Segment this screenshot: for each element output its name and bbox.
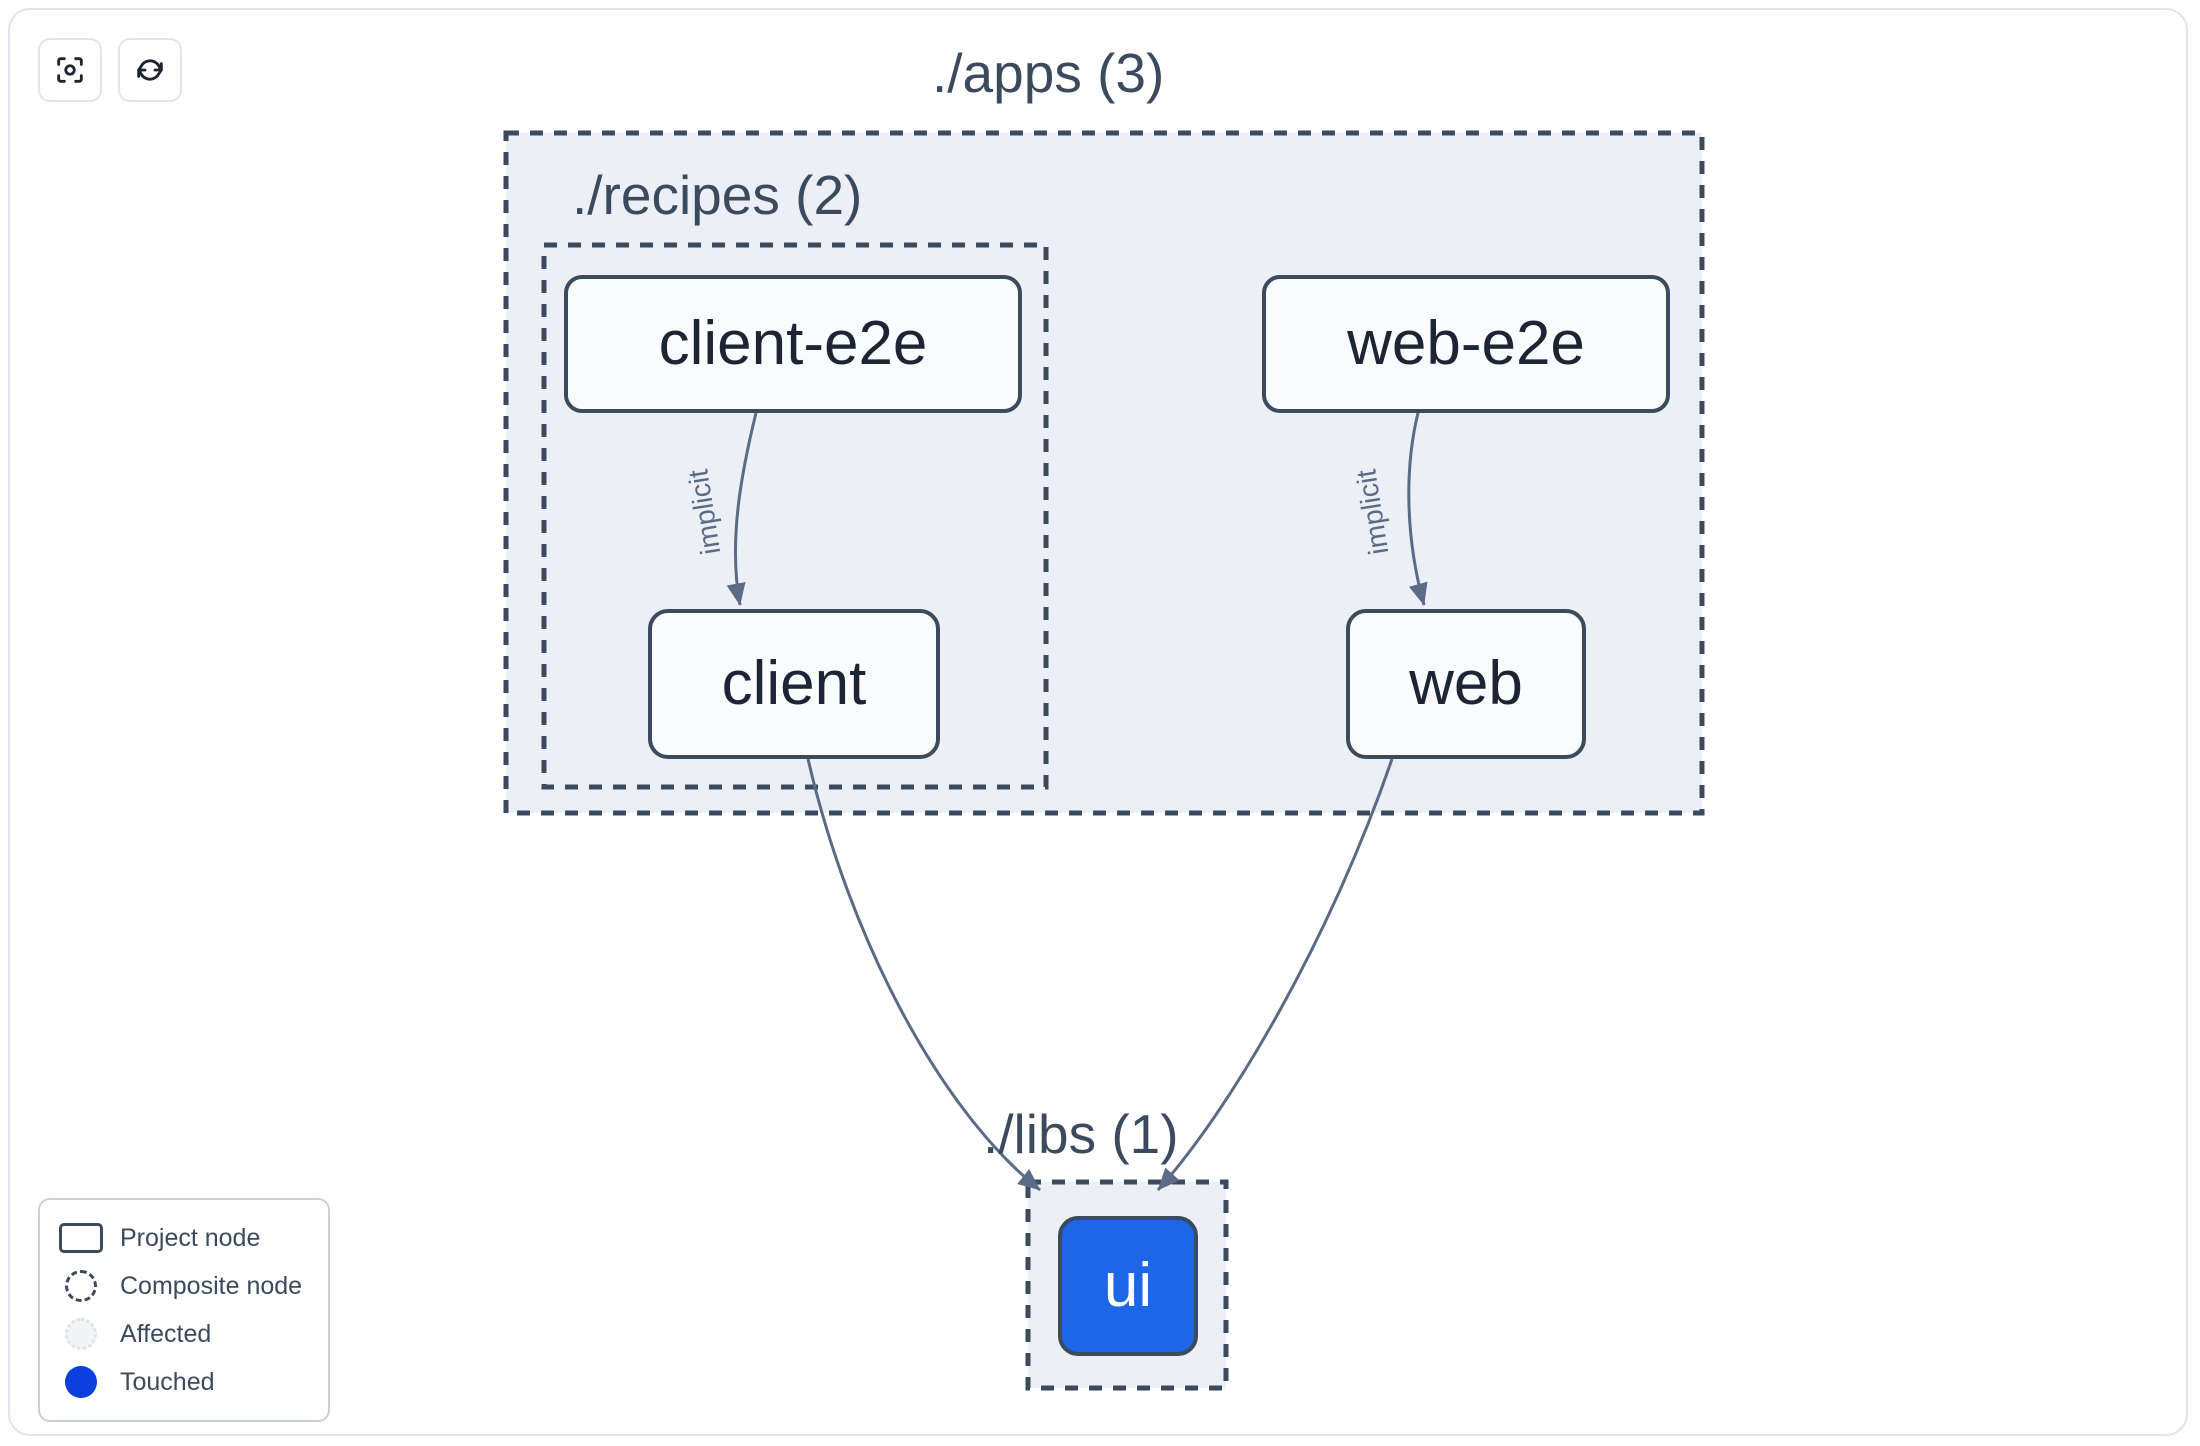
refresh-graph-button[interactable] [118, 38, 182, 102]
edge-client-ui[interactable] [806, 758, 1041, 1192]
legend-item-affected: Affected [58, 1310, 310, 1358]
node-web-e2e[interactable] [1262, 275, 1670, 413]
node-client[interactable] [648, 609, 940, 759]
graph-legend: Project node Composite node Affected Tou… [38, 1198, 330, 1422]
edge-web-e2e-web[interactable] [1407, 412, 1428, 606]
legend-item-project-node: Project node [58, 1214, 310, 1262]
node-ui[interactable] [1058, 1216, 1198, 1356]
node-client-e2e[interactable] [564, 275, 1022, 413]
node-web[interactable] [1346, 609, 1586, 759]
legend-item-touched: Touched [58, 1358, 310, 1406]
group-label-libs: ./libs (1) [983, 1103, 1179, 1165]
legend-label-touched: Touched [120, 1367, 215, 1396]
graph-toolbar [38, 38, 182, 102]
legend-label-project-node: Project node [120, 1223, 261, 1252]
edge-client-e2e-client[interactable] [726, 412, 758, 606]
legend-label-composite-node: Composite node [120, 1271, 303, 1300]
composite-node-swatch [58, 1269, 104, 1303]
affected-swatch [58, 1317, 104, 1351]
refresh-icon [133, 53, 167, 87]
legend-label-affected: Affected [120, 1319, 212, 1348]
group-label-recipes: ./recipes (2) [572, 164, 863, 226]
group-label-apps: ./apps (3) [932, 42, 1165, 104]
touched-swatch [58, 1365, 104, 1399]
focus-icon [53, 53, 87, 87]
legend-item-composite-node: Composite node [58, 1262, 310, 1310]
focus-graph-button[interactable] [38, 38, 102, 102]
project-node-swatch [58, 1221, 104, 1255]
edge-web-ui[interactable] [1156, 758, 1394, 1192]
